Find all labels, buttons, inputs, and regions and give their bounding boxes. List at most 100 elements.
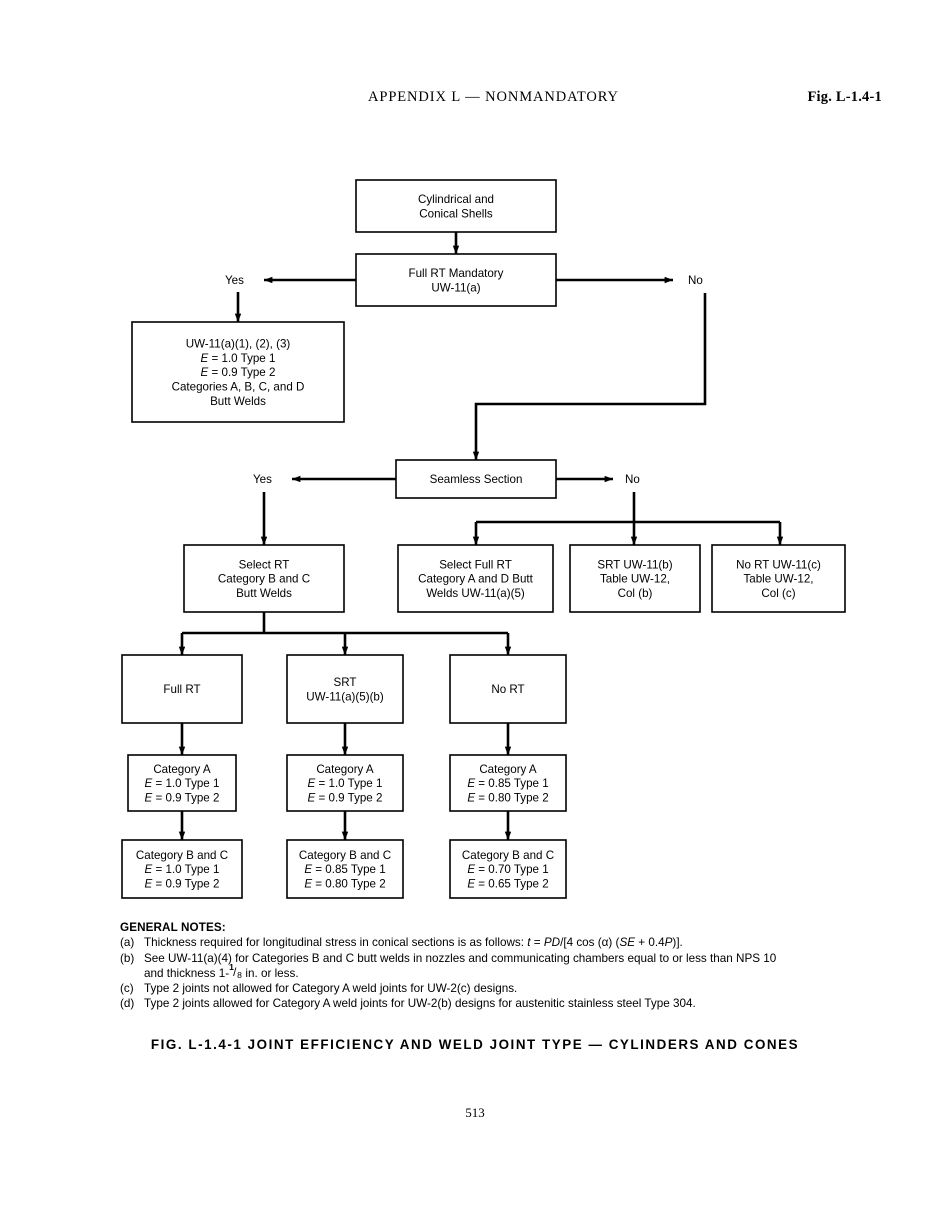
- flow-node-line: Category A: [479, 763, 537, 776]
- flow-node-line: Table UW-12,: [743, 573, 813, 586]
- flow-node-line: E = 0.9 Type 2: [308, 792, 383, 805]
- flow-node-select_full_rt_ad: Select Full RT Category A and D ButtWelds…: [397, 544, 554, 613]
- flow-node-cat_bc_full: Category B and CE = 1.0 Type 1 E = 0.9 Ty…: [121, 839, 243, 899]
- flow-node-line: E = 0.9 Type 2: [145, 878, 220, 891]
- note-d-tag: (d): [120, 997, 135, 1011]
- note-b-line1: See UW-11(a)(4) for Categories B and C b…: [144, 951, 777, 965]
- flow-node-uw11a123: UW-11(a)(1), (2), (3) E = 1.0 Type 1E = 0…: [131, 321, 345, 423]
- running-head: APPENDIX L — NONMANDATORY Fig. L-1.4-1: [0, 89, 950, 111]
- flow-node-box: [449, 839, 567, 899]
- flow-node-line: Category A: [153, 763, 211, 776]
- note-a-var-p: P: [664, 936, 673, 950]
- flow-node-line: Category B and C: [136, 849, 228, 862]
- flow-node-line: No RT: [491, 683, 524, 696]
- note-a-var-pd: PD: [543, 936, 561, 950]
- flow-node-line: Categories A, B, C, and D: [172, 381, 305, 394]
- flow-node-line: Col (b): [618, 587, 653, 600]
- flow-node-line: Select Full RT: [439, 558, 512, 571]
- flow-node-line: E = 1.0 Type 1: [145, 863, 220, 876]
- flow-node-line: E = 0.85 Type 1: [304, 863, 385, 876]
- flow-node-box: [395, 459, 557, 499]
- flow-node-cat_a_no: Category AE = 0.85 Type 1 E = 0.80 Type 2: [449, 754, 567, 812]
- note-a-plus: + 0.4: [635, 936, 665, 950]
- note-b-body: See UW-11(a)(4) for Categories B and C b…: [144, 951, 880, 982]
- flow-node-cat_bc_srt: Category B and CE = 0.85 Type 1E = 0.80 …: [286, 839, 404, 899]
- note-a-var-t: t: [527, 936, 531, 950]
- flow-node-line: E = 1.0 Type 1: [308, 777, 383, 790]
- flow-node-line: UW-11(a): [431, 281, 480, 294]
- flow-node-line: E = 0.80 Type 2: [467, 792, 548, 805]
- flow-node-cat_bc_no: Category B and CE = 0.70 Type 1 E = 0.65 …: [449, 839, 567, 899]
- flow-node-line: Butt Welds: [236, 587, 292, 600]
- flow-node-box: [286, 754, 404, 812]
- flow-node-line: E = 0.9 Type 2: [201, 366, 276, 379]
- flow-node-box: [131, 321, 345, 423]
- flow-node-box: [449, 754, 567, 812]
- flow-node-line: Seamless Section: [430, 473, 523, 486]
- flow-node-line: E = 0.70 Type 1: [467, 863, 548, 876]
- flow-node-line: Full RT: [163, 683, 200, 696]
- flow-node-line: E = 1.0 Type 1: [145, 777, 220, 790]
- flow-node-line: UW-11(a)(1), (2), (3): [186, 337, 291, 350]
- page-number: 513: [465, 1105, 485, 1120]
- flow-node-line: E = 0.85 Type 1: [467, 777, 548, 790]
- flow-node-line: Butt Welds: [210, 395, 266, 408]
- flow-node-no_rt_uw11c: No RT UW-11(c) Table UW-12,Col (c): [711, 544, 846, 613]
- flow-node-box: [711, 544, 846, 613]
- flow-connectors: [178, 232, 784, 841]
- note-a-end: )].: [672, 936, 683, 950]
- flow-node-line: Category A and D Butt: [418, 573, 533, 586]
- running-head-figure-ref: Fig. L-1.4-1: [807, 89, 882, 105]
- flow-node-box: [286, 654, 404, 724]
- flow-node-line: Select RT: [239, 558, 290, 571]
- flow-node-line: Conical Shells: [419, 207, 493, 220]
- flow-node-box: [397, 544, 554, 613]
- flow-node-line: UW-11(a)(5)(b): [306, 690, 384, 703]
- flow-node-cat_a_srt: Category AE = 1.0 Type 1E = 0.9 Type 2: [286, 754, 404, 812]
- general-note-c: (c) Type 2 joints not allowed for Catego…: [120, 981, 880, 996]
- flow-node-box: [286, 839, 404, 899]
- flow-node-seamless_section: Seamless Section: [395, 459, 557, 499]
- flow-node-box: [127, 754, 237, 812]
- branch-label-yes-1: Yes: [225, 274, 244, 287]
- flow-node-cat_a_full: Category AE = 1.0 Type 1 E = 0.9 Type 2: [127, 754, 237, 812]
- general-note-a: (a) Thickness required for longitudinal …: [120, 935, 880, 950]
- flow-node-full_rt: Full RT: [121, 654, 243, 724]
- flow-node-line: E = 1.0 Type 1: [201, 352, 276, 365]
- note-b-tag: (b): [120, 951, 135, 965]
- general-note-d: (d) Type 2 joints allowed for Category A…: [120, 996, 880, 1011]
- flow-node-box: [569, 544, 701, 613]
- flow-node-line: Category B and C: [462, 849, 554, 862]
- note-c-tag: (c): [120, 982, 134, 996]
- branch-label-no-1: No: [688, 274, 703, 287]
- flow-node-box: [355, 179, 557, 233]
- fraction-one-eighth: 1/8: [229, 962, 242, 980]
- flow-node-line: Cylindrical and: [418, 193, 494, 206]
- note-a-mid: /[4 cos (α) (: [560, 936, 620, 950]
- running-head-title: APPENDIX L — NONMANDATORY: [368, 89, 619, 105]
- general-note-b: (b) See UW-11(a)(4) for Categories B and…: [120, 951, 880, 982]
- flow-node-line: E = 0.9 Type 2: [145, 792, 220, 805]
- note-b-line2-before: and thickness 1-: [144, 966, 230, 980]
- note-c-text: Type 2 joints not allowed for Category A…: [144, 982, 518, 996]
- flow-node-line: Col (c): [761, 587, 795, 600]
- flow-node-box: [355, 253, 557, 307]
- note-d-text: Type 2 joints allowed for Category A wel…: [144, 997, 696, 1011]
- flow-node-box: [449, 654, 567, 724]
- flow-node-box: [121, 839, 243, 899]
- flow-node-line: No RT UW-11(c): [736, 558, 821, 571]
- fraction-slash: /: [233, 965, 237, 979]
- fraction-numerator: 1: [229, 961, 234, 972]
- note-b-line2-after: in. or less.: [242, 966, 299, 980]
- flow-node-line: E = 0.65 Type 2: [467, 878, 548, 891]
- note-a-body: Thickness required for longitudinal stre…: [144, 935, 880, 950]
- note-a-var-se: SE: [619, 936, 636, 950]
- flow-node-line: Welds UW-11(a)(5): [426, 587, 525, 600]
